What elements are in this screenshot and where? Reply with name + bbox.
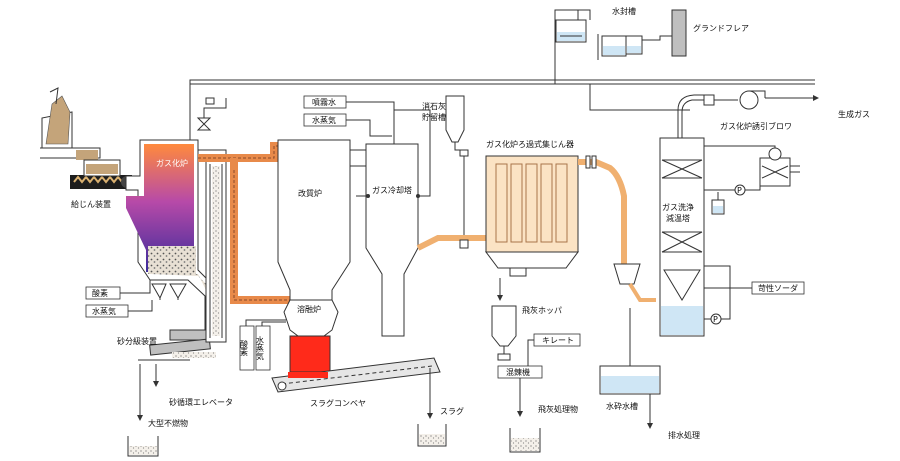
ground-flare-label: グランドフレア <box>693 23 749 33</box>
scrubber-cooling-loop <box>704 145 800 325</box>
wastewater-treatment-label: 排水処理 <box>668 430 700 440</box>
water-seal-tank-label: 水封槽 <box>612 6 636 16</box>
fly-ash-hopper-label: 飛灰ホッパ <box>522 305 562 315</box>
induced-draft-blower-label: ガス化炉誘引ブロワ <box>720 121 792 131</box>
large-noncombustibles-bin <box>127 436 159 457</box>
chelate-label: キレート <box>542 336 574 345</box>
melting-furnace <box>283 299 339 373</box>
quicklime-tank-label-2: 貯留槽 <box>422 112 446 122</box>
slag-label: スラグ <box>440 406 464 416</box>
slag-conveyor <box>271 357 441 419</box>
spray-water-label: 噴霧水 <box>312 97 336 107</box>
large-noncombustibles-label: 大型不燃物 <box>148 418 188 428</box>
gasifier-oxygen-label: 酸素 <box>92 288 108 298</box>
lime-inject-point <box>459 239 469 249</box>
fly-ash-hopper <box>491 278 517 361</box>
caustic-soda-input <box>704 281 805 295</box>
gas-scrubber <box>659 94 705 337</box>
waste-feed-hopper <box>40 87 101 160</box>
pump-label-1: P <box>737 186 742 195</box>
gas-cooling-tower-label: ガス冷却塔 <box>372 185 412 195</box>
water-seal-tank <box>555 19 643 57</box>
reformer <box>277 139 351 301</box>
melting-oxygen-label: 酸素 <box>240 339 249 356</box>
fly-ash-treatment-label: 飛灰処理物 <box>538 404 578 414</box>
caustic-soda-label: 苛性ソーダ <box>758 283 798 293</box>
gasifier <box>125 139 219 335</box>
product-gas-label: 生成ガス <box>838 109 870 119</box>
feeder-screw <box>70 159 133 189</box>
melting-inputs <box>239 319 286 371</box>
ground-flare <box>671 9 687 57</box>
feeder-label: 給じん装置 <box>71 199 111 209</box>
melting-steam-label: 水蒸気 <box>256 335 265 361</box>
sand-circulation-elevator <box>198 149 227 343</box>
crushed-water-tank-label: 水砕水槽 <box>606 401 638 411</box>
gasifier-inputs <box>85 280 153 318</box>
melting-furnace-label: 溶融炉 <box>297 304 321 314</box>
induced-draft-blower <box>700 90 766 110</box>
gas-scrubber-label-1: ガス洗浄 <box>662 202 694 212</box>
quicklime-tank-label-1: 消石灰 <box>422 101 446 111</box>
crushed-water-tank <box>599 308 661 429</box>
kneader-label: 混錬機 <box>506 367 530 377</box>
sand-elevator-label: 砂循環エレベータ <box>169 397 233 407</box>
filter-to-scrubber-duct <box>578 155 656 302</box>
fly-ash-product-bin <box>509 428 541 453</box>
gas-cooling-tower <box>365 143 419 337</box>
bag-filter-label: ガス化炉ろ過式集じん器 <box>486 139 574 149</box>
sand-classifier-label: 砂分級装置 <box>117 336 157 346</box>
reformer-to-cooler-duct <box>349 149 367 167</box>
gasifier-steam-label: 水蒸気 <box>92 306 116 316</box>
bag-filter <box>485 155 579 277</box>
gasifier-label: ガス化炉 <box>156 158 188 168</box>
slag-bin <box>417 424 447 447</box>
cooler-to-filter-duct <box>416 235 486 251</box>
kneader <box>497 333 581 417</box>
reformer-label: 改質炉 <box>298 188 322 198</box>
spray-lines <box>303 95 431 198</box>
feed-valve <box>196 97 227 131</box>
slag-conveyor-label: スラグコンベヤ <box>310 398 366 408</box>
gas-scrubber-label-2: 減温塔 <box>666 213 690 223</box>
quicklime-tank <box>445 95 469 244</box>
pump-label-2: P <box>713 315 718 324</box>
top-steam-label: 水蒸気 <box>312 115 336 125</box>
